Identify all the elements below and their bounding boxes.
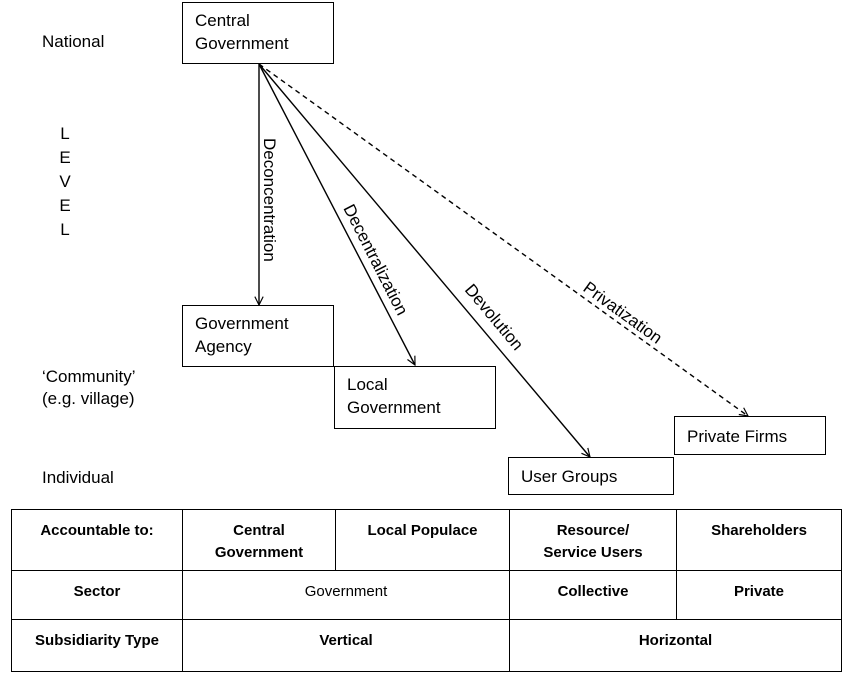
deconcentration-label: Deconcentration (260, 138, 279, 262)
accountable-shareholders: Shareholders (676, 509, 842, 571)
sector-collective: Collective (509, 570, 677, 620)
local-government-line1: Local (347, 375, 388, 394)
level-individual: Individual (42, 468, 114, 487)
sector-government: Government (182, 570, 510, 620)
accountable-central-line1: Central (233, 522, 285, 539)
accountability-table: Accountable to: Central Government Local… (11, 509, 842, 672)
central-government-box: Central Government (182, 2, 334, 64)
accountable-resource-line2: Service Users (543, 544, 643, 561)
central-government-line2: Government (195, 34, 289, 53)
subsidiarity-horizontal: Horizontal (509, 619, 842, 672)
decentralization-arrow (258, 63, 416, 365)
private-firms-label: Private Firms (687, 427, 788, 446)
level-community-line1: ‘Community’ (42, 367, 136, 386)
sector-header: Sector (11, 570, 183, 620)
government-agency-line2: Agency (195, 337, 252, 356)
level-national: National (42, 32, 105, 51)
devolution-arrow (258, 63, 590, 457)
accountable-central-government: Central Government (182, 509, 336, 571)
local-government-line2: Government (347, 398, 441, 417)
table-row-accountable: Accountable to: Central Government Local… (11, 509, 842, 571)
level-community-line2: (e.g. village) (42, 389, 135, 408)
sector-private: Private (676, 570, 842, 620)
user-groups-box: User Groups (508, 457, 674, 495)
table-row-subsidiarity: Subsidiarity Type Vertical Horizontal (11, 619, 842, 672)
level-axis-letter: E (59, 148, 71, 167)
government-agency-box: Government Agency (182, 305, 334, 367)
government-agency-line1: Government (195, 314, 289, 333)
level-axis-letter: E (59, 196, 71, 215)
decentralization-label: Decentralization (339, 201, 411, 318)
private-firms-box: Private Firms (674, 416, 826, 455)
subsidiarity-vertical: Vertical (182, 619, 510, 672)
accountable-resource-line1: Resource/ (556, 522, 630, 539)
accountable-central-line2: Government (214, 544, 304, 561)
central-government-line1: Central (195, 11, 250, 30)
accountable-local-populace: Local Populace (335, 509, 510, 571)
level-community: ‘Community’ (e.g. village) (42, 366, 136, 410)
level-axis-letter: L (60, 124, 70, 143)
table-row-sector: Sector Government Collective Private (11, 570, 842, 620)
subsidiarity-header: Subsidiarity Type (11, 619, 183, 672)
user-groups-label: User Groups (521, 467, 618, 486)
accountable-resource-users: Resource/ Service Users (509, 509, 677, 571)
level-axis-letter: L (60, 220, 70, 239)
local-government-box: Local Government (334, 366, 496, 429)
level-axis-letter: V (59, 172, 71, 191)
accountable-header: Accountable to: (11, 509, 183, 571)
privatization-arrow (258, 63, 748, 416)
privatization-label: Privatization (580, 278, 666, 348)
